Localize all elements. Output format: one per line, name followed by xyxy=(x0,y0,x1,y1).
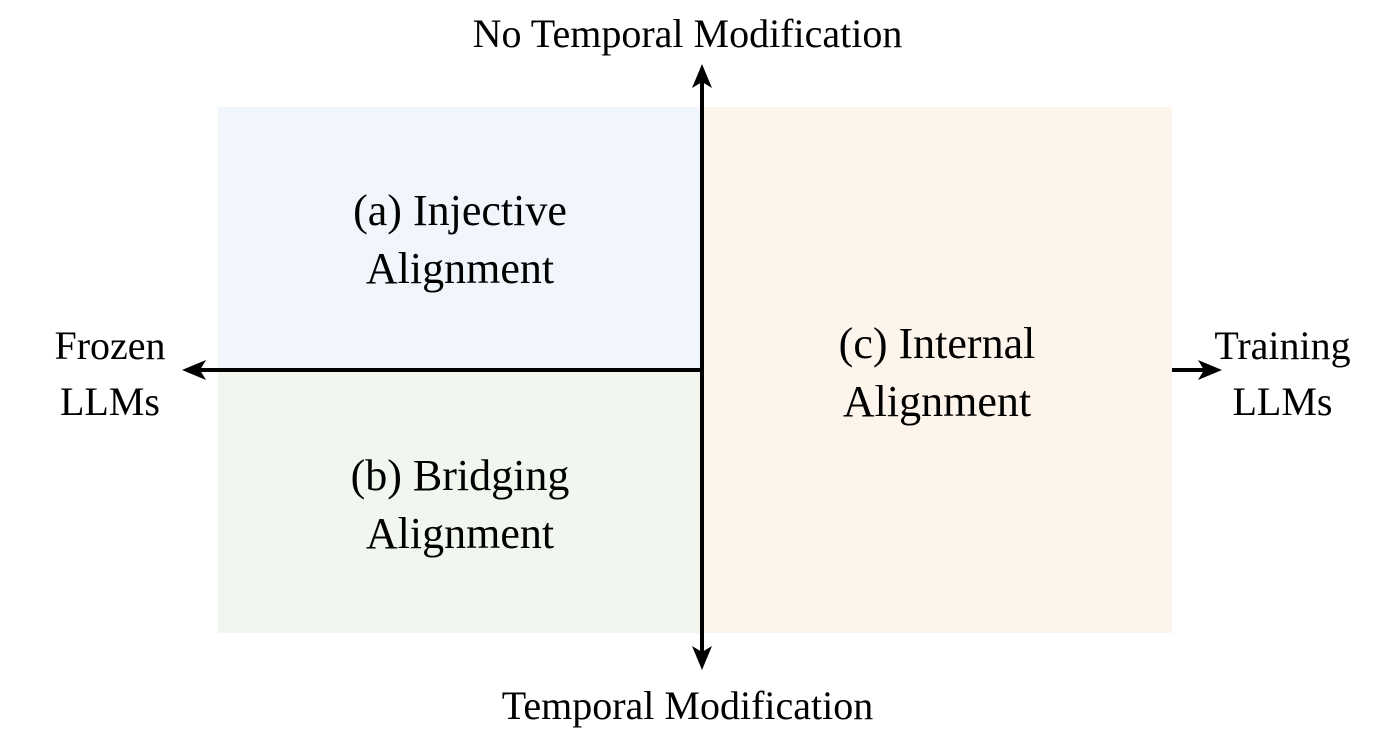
arrowhead-right-icon xyxy=(1198,360,1222,380)
internal-alignment-line2: Alignment xyxy=(842,377,1032,426)
arrowhead-left-icon xyxy=(182,360,206,380)
internal-alignment-label: (c) Internal Alignment xyxy=(702,315,1172,431)
axis-label-right-line1: Training xyxy=(1214,323,1351,368)
bridging-alignment-label: (b) Bridging Alignment xyxy=(218,447,702,563)
arrowhead-up-icon xyxy=(692,64,712,88)
axis-label-left: Frozen LLMs xyxy=(10,318,210,430)
axis-label-left-line1: Frozen xyxy=(54,323,166,368)
quadrant-internal-alignment xyxy=(702,107,1172,633)
axis-label-top: No Temporal Modification xyxy=(472,11,903,56)
quadrant-injective-alignment xyxy=(218,107,702,370)
axis-label-bottom: Temporal Modification xyxy=(501,683,874,728)
axis-label-right: Training LLMs xyxy=(1190,318,1375,430)
arrowhead-down-icon xyxy=(692,646,712,670)
injective-alignment-line1: (a) Injective xyxy=(353,186,567,235)
axis-label-right-line2: LLMs xyxy=(1232,379,1333,424)
internal-alignment-line1: (c) Internal xyxy=(838,319,1036,368)
injective-alignment-line2: Alignment xyxy=(365,244,555,293)
bridging-alignment-line1: (b) Bridging xyxy=(350,451,570,500)
bridging-alignment-line2: Alignment xyxy=(365,509,555,558)
axis-label-left-line2: LLMs xyxy=(60,379,160,424)
quadrant-bridging-alignment xyxy=(218,370,702,633)
injective-alignment-label: (a) Injective Alignment xyxy=(218,182,702,298)
